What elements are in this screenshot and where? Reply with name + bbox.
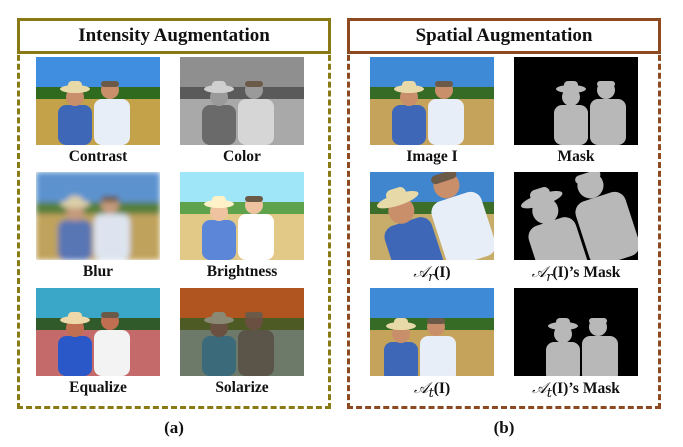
math-subscript: r bbox=[428, 270, 435, 286]
caption-rest: (I)’s Mask bbox=[551, 380, 620, 397]
caption-blur: Blur bbox=[82, 263, 114, 280]
math-subscript: t bbox=[546, 386, 552, 402]
panel-a-title: Intensity Augmentation bbox=[17, 18, 331, 54]
panel-b-label: (b) bbox=[493, 418, 515, 437]
caption-color: Color bbox=[223, 148, 261, 165]
math-subscript: r bbox=[546, 270, 553, 286]
mask-translated bbox=[514, 288, 638, 376]
panel-b-title: Spatial Augmentation bbox=[347, 18, 661, 54]
caption-equalize: Equalize bbox=[69, 379, 127, 396]
photo-contrast bbox=[36, 57, 160, 145]
caption-rest: (I) bbox=[433, 380, 451, 397]
math-script-a: 𝒜 bbox=[413, 379, 429, 397]
caption-solarize: Solarize bbox=[215, 379, 269, 396]
caption-translated-mask: 𝒜t(I)’s Mask bbox=[496, 379, 656, 401]
caption-translated: 𝒜t(I) bbox=[352, 379, 512, 401]
mask-rotated bbox=[514, 172, 638, 260]
math-script-a: 𝒜 bbox=[413, 263, 429, 281]
photo-equalize bbox=[36, 288, 160, 376]
photo-translated bbox=[370, 288, 494, 376]
math-subscript: t bbox=[428, 386, 434, 402]
caption-rotated: 𝒜r(I) bbox=[352, 263, 512, 285]
caption-contrast: Contrast bbox=[68, 148, 128, 165]
photo-color bbox=[180, 57, 304, 145]
panel-a-label: (a) bbox=[164, 418, 184, 437]
math-script-a: 𝒜 bbox=[531, 263, 547, 281]
caption-rest: (I) bbox=[434, 264, 451, 281]
caption-brightness: Brightness bbox=[206, 263, 278, 280]
photo-original bbox=[370, 57, 494, 145]
photo-rotated bbox=[370, 172, 494, 260]
caption-rotated-mask: 𝒜r(I)’s Mask bbox=[496, 263, 656, 285]
caption-rest: (I)’s Mask bbox=[552, 264, 621, 281]
caption-image: Image I bbox=[406, 148, 458, 165]
photo-brightness bbox=[180, 172, 304, 260]
photo-solarize bbox=[180, 288, 304, 376]
mask-original bbox=[514, 57, 638, 145]
photo-blur bbox=[36, 172, 160, 260]
caption-mask: Mask bbox=[557, 148, 595, 165]
math-script-a: 𝒜 bbox=[532, 379, 547, 397]
